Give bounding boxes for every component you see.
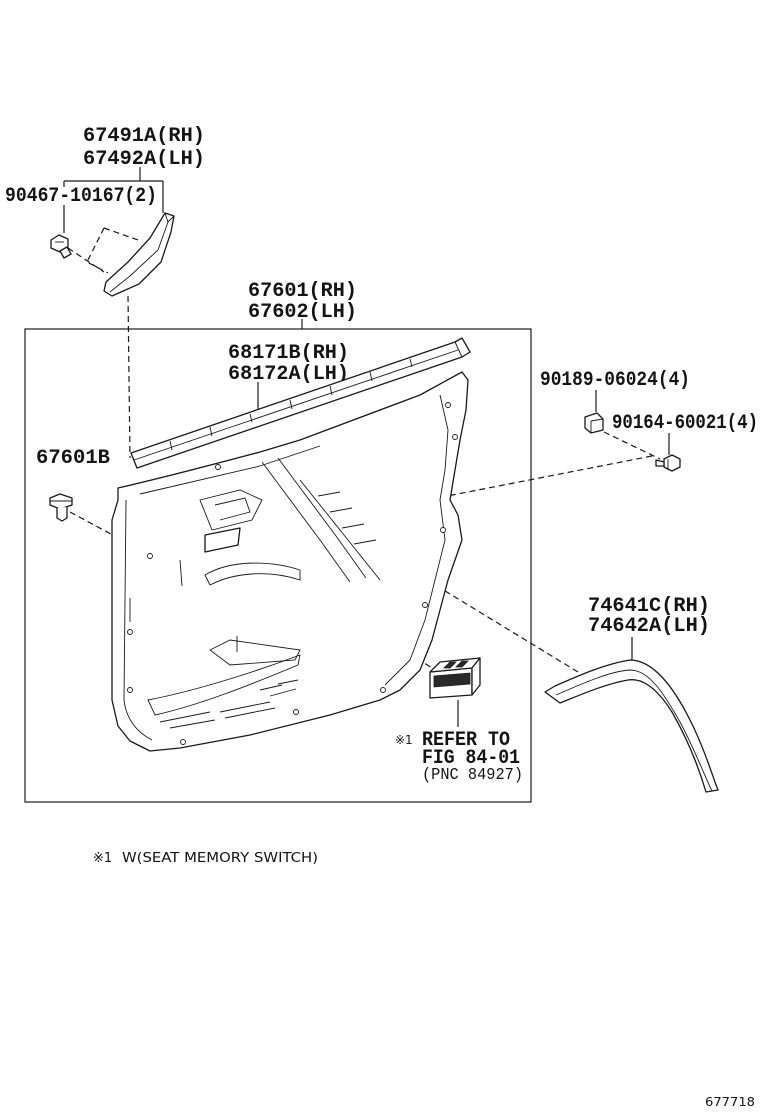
label-67492a-lh[interactable]: 67492A(LH) <box>83 148 205 171</box>
install-line-garnish-screw <box>67 247 105 273</box>
part-seat-memory-switch <box>429 657 481 699</box>
label-74641c-rh[interactable]: 74641C(RH) <box>588 595 710 618</box>
label-67602-lh[interactable]: 67602(LH) <box>248 301 357 324</box>
refer-line3: (PNC 84927) <box>422 766 523 785</box>
figure-id: 677718 <box>705 1095 755 1109</box>
label-67601b[interactable]: 67601B <box>36 447 110 470</box>
part-screw-upper <box>655 454 681 472</box>
part-clip-upper <box>584 412 604 434</box>
label-90189-06024[interactable]: 90189-06024(4) <box>540 369 690 392</box>
part-door-trim-panel <box>111 371 469 752</box>
label-67491a-rh[interactable]: 67491A(RH) <box>83 125 205 148</box>
refer-line1: REFER TO <box>422 729 510 752</box>
label-90164-60021[interactable]: 90164-60021(4) <box>612 412 758 435</box>
footnote-text: W(SEAT MEMORY SWITCH) <box>122 851 318 866</box>
install-line-garnish-hidden <box>86 227 139 274</box>
install-line-garnish-panel <box>127 295 131 459</box>
label-68172a-lh[interactable]: 68172A(LH) <box>228 363 349 386</box>
footnote-mark: ※1 <box>93 851 112 866</box>
label-74642a-lh[interactable]: 74642A(LH) <box>588 615 710 638</box>
label-90467-10167[interactable]: 90467-10167(2) <box>5 185 157 208</box>
install-line-clip-screw <box>603 431 661 460</box>
refer-mark: ※1 <box>395 733 413 747</box>
refer-line2[interactable]: FIG 84-01 <box>422 747 520 770</box>
leader-garnish-bracket <box>63 167 164 213</box>
leader-lines <box>63 167 670 727</box>
part-trim-clip <box>49 493 73 522</box>
part-garnish <box>103 212 175 297</box>
part-weatherstrip <box>130 337 471 469</box>
label-68171b-rh[interactable]: 68171B(RH) <box>228 342 349 365</box>
assembly-box <box>24 328 532 803</box>
label-67601-rh[interactable]: 67601(RH) <box>248 280 357 303</box>
part-armrest-molding <box>544 659 719 793</box>
part-garnish-screw <box>50 234 72 259</box>
